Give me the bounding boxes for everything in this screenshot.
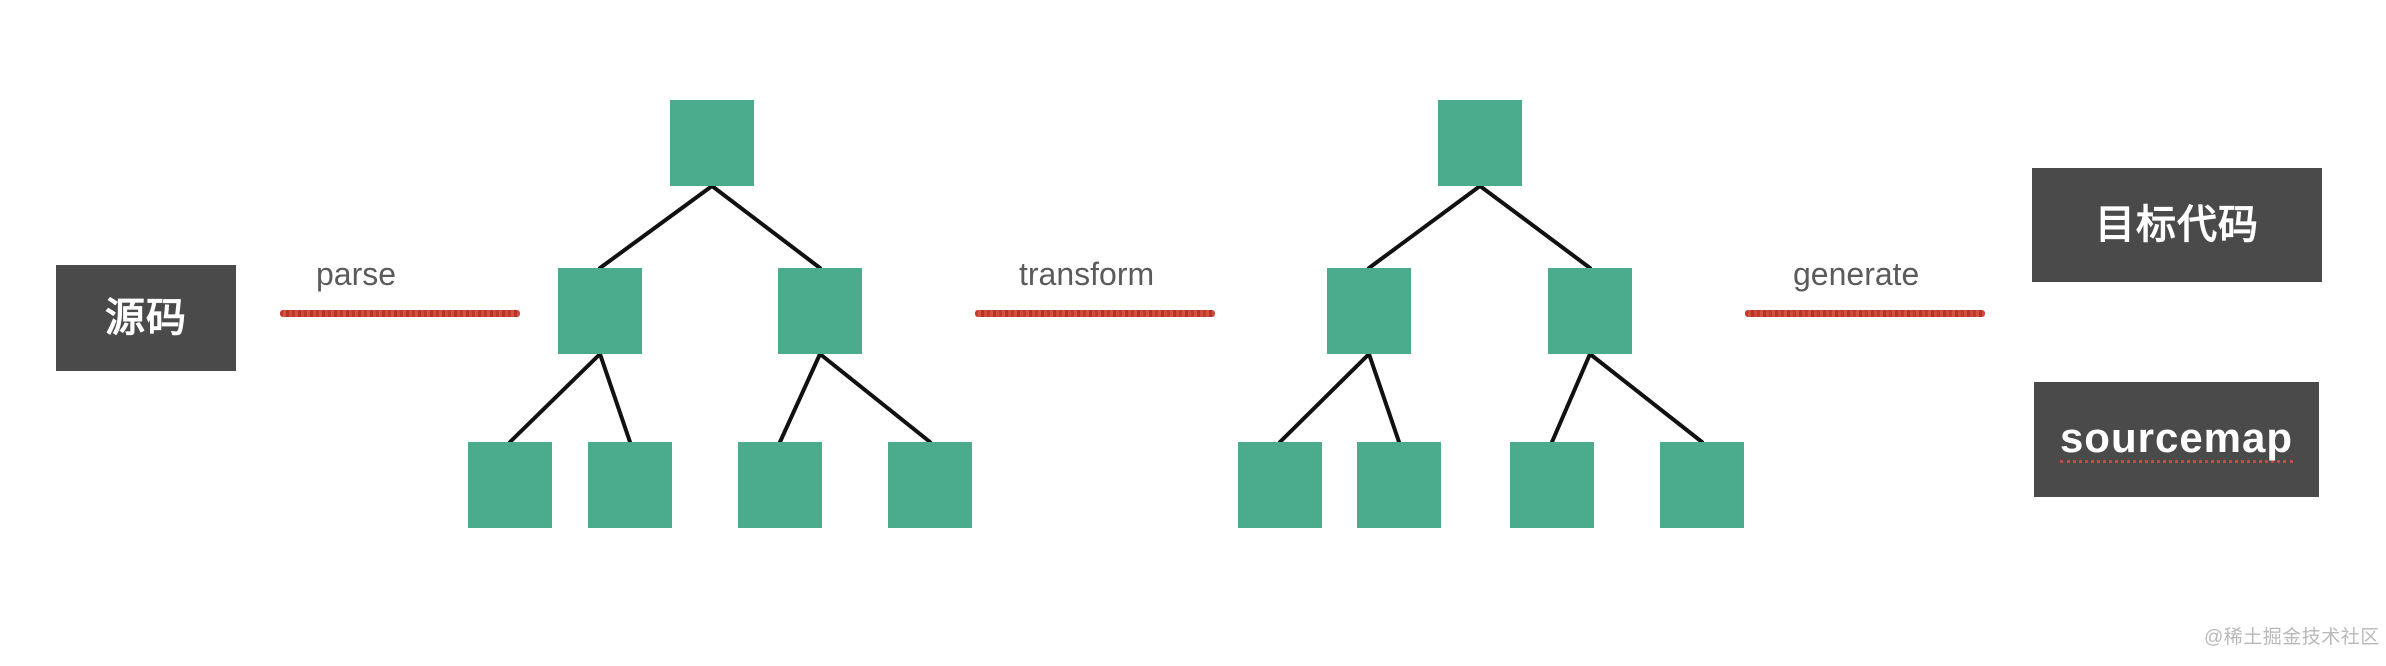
tree-node[interactable]: [888, 442, 972, 528]
tree-node[interactable]: [1238, 442, 1322, 528]
tree-edge: [1588, 352, 1704, 444]
arrow-generate-label: generate: [1793, 256, 1920, 292]
arrow-transform-line: [975, 310, 1215, 317]
tree-node[interactable]: [738, 442, 822, 528]
target-code-label: 目标代码: [2095, 203, 2259, 247]
tree-edge: [508, 352, 602, 444]
tree-node[interactable]: [1660, 442, 1744, 528]
tree-node[interactable]: [1327, 268, 1411, 354]
tree-node[interactable]: [1510, 442, 1594, 528]
arrow-parse-label: parse: [316, 256, 397, 292]
tree-node[interactable]: [1438, 100, 1522, 186]
tree-node[interactable]: [1548, 268, 1632, 354]
watermark: @稀土掘金技术社区: [2204, 627, 2380, 648]
sourcemap-label: sourcemap: [2059, 413, 2294, 463]
tree-node[interactable]: [468, 442, 552, 528]
target-code-box[interactable]: 目标代码: [2032, 168, 2322, 282]
tree-edge: [1367, 352, 1401, 444]
arrow-transform-label: transform: [1019, 256, 1155, 292]
tree-node[interactable]: [670, 100, 754, 186]
source-code-label: 源码: [105, 296, 187, 340]
tree-edge: [1478, 184, 1592, 270]
source-code-box[interactable]: 源码: [56, 265, 236, 371]
tree-edge: [1278, 352, 1371, 444]
sourcemap-box[interactable]: sourcemap: [2034, 382, 2319, 497]
tree-node[interactable]: [778, 268, 862, 354]
tree-node[interactable]: [588, 442, 672, 528]
arrow-generate-line: [1745, 310, 1985, 317]
tree-edge: [1367, 184, 1482, 270]
tree-edge: [598, 184, 714, 270]
tree-edge: [598, 352, 632, 444]
arrow-parse-line: [280, 310, 520, 317]
tree-edge: [818, 352, 932, 444]
tree-node[interactable]: [1357, 442, 1441, 528]
tree-edge: [778, 352, 822, 444]
tree-node[interactable]: [558, 268, 642, 354]
tree-edge: [1550, 352, 1592, 444]
tree-edge: [710, 184, 822, 270]
